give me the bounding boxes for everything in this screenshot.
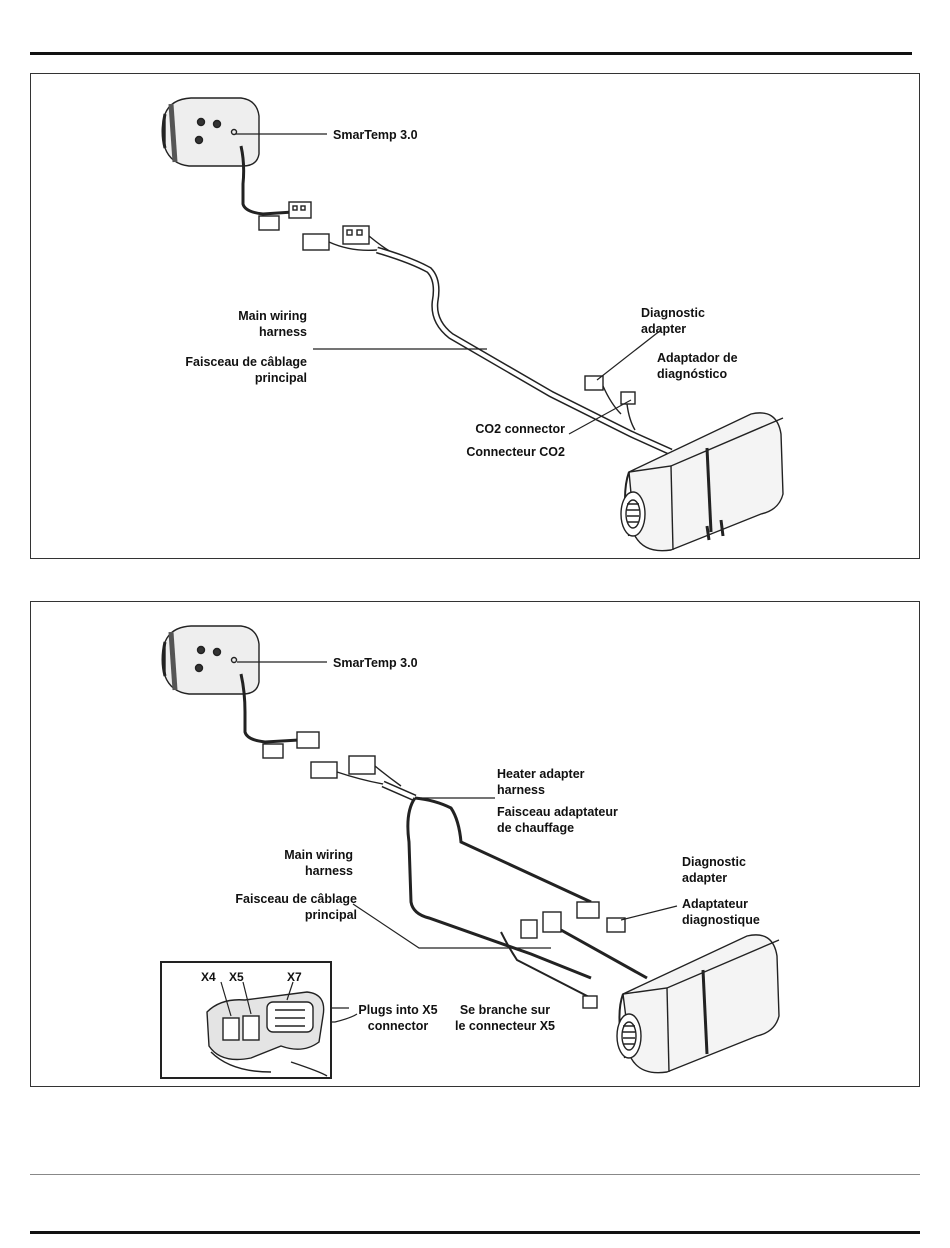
- label-smartemp: SmarTemp 3.0: [333, 128, 418, 142]
- label-co2-fr: Connecteur CO2: [466, 445, 565, 459]
- heater-unit-icon-2: [616, 934, 780, 1074]
- label-heater-adapter-en: Heater adapter harness: [497, 767, 585, 797]
- label-main-harness-en-2: Main wiring harness: [284, 848, 353, 878]
- figure-1-drawing: [161, 97, 784, 552]
- label-co2-en: CO2 connector: [475, 422, 565, 436]
- label-smartemp-2: SmarTemp 3.0: [333, 656, 418, 670]
- main-wiring-harness-drawing: [376, 246, 673, 456]
- leader-diag: [596, 329, 662, 381]
- label-se-branche-x5: Se branche sur le connecteur X5: [454, 1003, 556, 1033]
- label-diagnostic-es: Adaptador de diagnóstico: [657, 351, 738, 381]
- figure-2-panel: SmarTemp 3.0 Heater adapter harness Fais…: [30, 601, 920, 1087]
- figure-2-drawing: [160, 625, 780, 1079]
- label-main-harness-fr: Faisceau de câblage principal: [185, 355, 307, 385]
- heater-adapter-harness-drawing: [406, 796, 592, 980]
- inset-label-x7: X7: [287, 970, 302, 984]
- label-heater-adapter-fr: Faisceau adaptateur de chauffage: [497, 805, 618, 835]
- leader-diag-2: [620, 905, 678, 921]
- figure-1-panel: SmarTemp 3.0 Main wiring harness Faiscea…: [30, 73, 920, 559]
- footer-thin-rule: [30, 1174, 920, 1175]
- leader-main-harness-2: [352, 903, 551, 949]
- smartemp-controller-icon-2: [161, 625, 260, 695]
- leader-co2: [568, 399, 632, 435]
- top-rule: [30, 52, 912, 55]
- label-diagnostic-en-2: Diagnostic adapter: [682, 855, 746, 885]
- label-main-harness-en: Main wiring harness: [238, 309, 307, 339]
- heater-unit-icon: [620, 412, 784, 552]
- bottom-rule: [30, 1231, 920, 1234]
- connector-inset: [160, 961, 358, 1079]
- smartemp-controller-icon: [161, 97, 260, 167]
- label-plugs-into-x5: Plugs into X5 connector: [358, 1003, 438, 1033]
- label-diagnostic-en: Diagnostic adapter: [641, 306, 705, 336]
- inset-label-x4: X4: [201, 970, 216, 984]
- inset-label-x5: X5: [229, 970, 244, 984]
- label-main-harness-fr-2: Faisceau de câblage principal: [235, 892, 357, 922]
- label-diagnostic-fr-2: Adaptateur diagnostique: [682, 897, 760, 927]
